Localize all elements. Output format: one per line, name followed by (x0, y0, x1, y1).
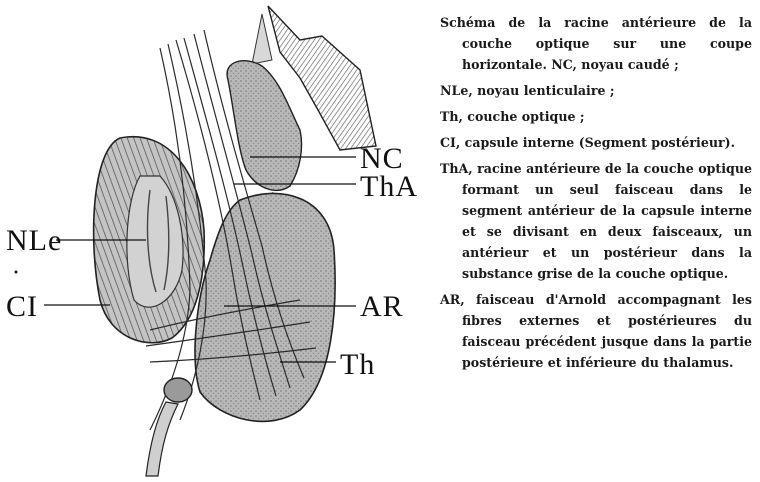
legend: Schéma de la racine antérieure de la cou… (440, 12, 752, 378)
legend-ar: AR, faisceau d'Arnold accompagnant les f… (440, 289, 752, 373)
label-nle: NLe (6, 226, 62, 256)
caudate-nucleus-shape (227, 61, 301, 210)
legend-nle: NLe, noyau lenticulaire ; (440, 80, 752, 101)
label-tha: ThA (360, 172, 418, 202)
small-dot (15, 271, 18, 274)
lower-stem-shape (146, 378, 192, 476)
legend-tha: ThA, racine antérieure de la couche opti… (440, 158, 752, 284)
anatomical-figure (0, 0, 430, 482)
legend-th: Th, couche optique ; (440, 106, 752, 127)
label-th: Th (340, 350, 375, 380)
label-ci: CI (6, 292, 38, 322)
label-ar: AR (360, 292, 404, 322)
legend-ci: CI, capsule interne (Segment postérieur)… (440, 132, 752, 153)
legend-caption: Schéma de la racine antérieure de la cou… (440, 12, 752, 75)
